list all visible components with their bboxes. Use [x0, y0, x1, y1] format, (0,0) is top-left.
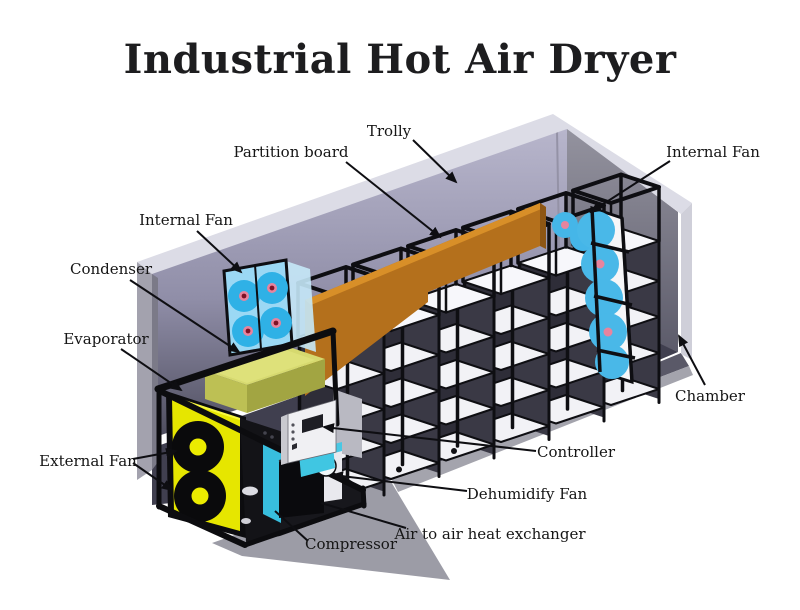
label-condenser: Condenser — [69, 260, 153, 278]
machinery-unit — [154, 327, 367, 548]
label-air-heat-exchanger: Air to air heat exchanger — [394, 525, 586, 543]
arrow-evaporator — [120, 348, 183, 392]
condenser-shape — [286, 261, 316, 352]
label-evaporator: Evaporator — [63, 330, 149, 348]
arrow-condenser — [129, 279, 241, 354]
chamber-rim — [137, 114, 692, 274]
leader-compressor — [274, 510, 309, 542]
controller-shape — [281, 399, 337, 465]
partition-board-shape — [305, 203, 546, 396]
leader-arrows — [120, 139, 706, 542]
internal-fan-left-shape — [222, 258, 316, 357]
arrow-dehumidify-fan — [331, 471, 468, 492]
page-title: Industrial Hot Air Dryer — [123, 36, 677, 83]
external-fan-shape — [171, 396, 241, 531]
label-partition-board: Partition board — [233, 143, 349, 161]
label-dehumidify-fan: Dehumidify Fan — [466, 485, 588, 503]
arrow-partition-board — [345, 161, 442, 239]
label-compressor: Compressor — [305, 535, 397, 553]
arrow-external-fan-2 — [132, 462, 174, 492]
ground-wedge — [212, 480, 450, 580]
arrow-internal-fan-right — [589, 160, 671, 214]
chamber-right-edge — [681, 203, 692, 360]
arrow-external-fan-1 — [132, 447, 178, 460]
arrow-trolly — [412, 139, 458, 184]
internal-fan-right-shape — [552, 205, 636, 385]
arrow-chamber — [678, 334, 706, 386]
label-internal-fan-right: Internal Fan — [666, 143, 760, 161]
label-trolly: Trolly — [366, 122, 412, 140]
controller-screen — [302, 414, 323, 433]
leader-air-heat-exchanger — [320, 502, 407, 529]
arrow-controller — [322, 423, 537, 452]
label-external-fan: External Fan — [39, 452, 137, 470]
arrow-internal-fan-left — [196, 230, 243, 274]
label-chamber: Chamber — [675, 387, 745, 405]
evaporator-shape — [205, 345, 325, 413]
label-controller: Controller — [536, 443, 616, 461]
chamber-left-edge — [137, 262, 152, 480]
label-internal-fan-left: Internal Fan — [139, 211, 233, 229]
